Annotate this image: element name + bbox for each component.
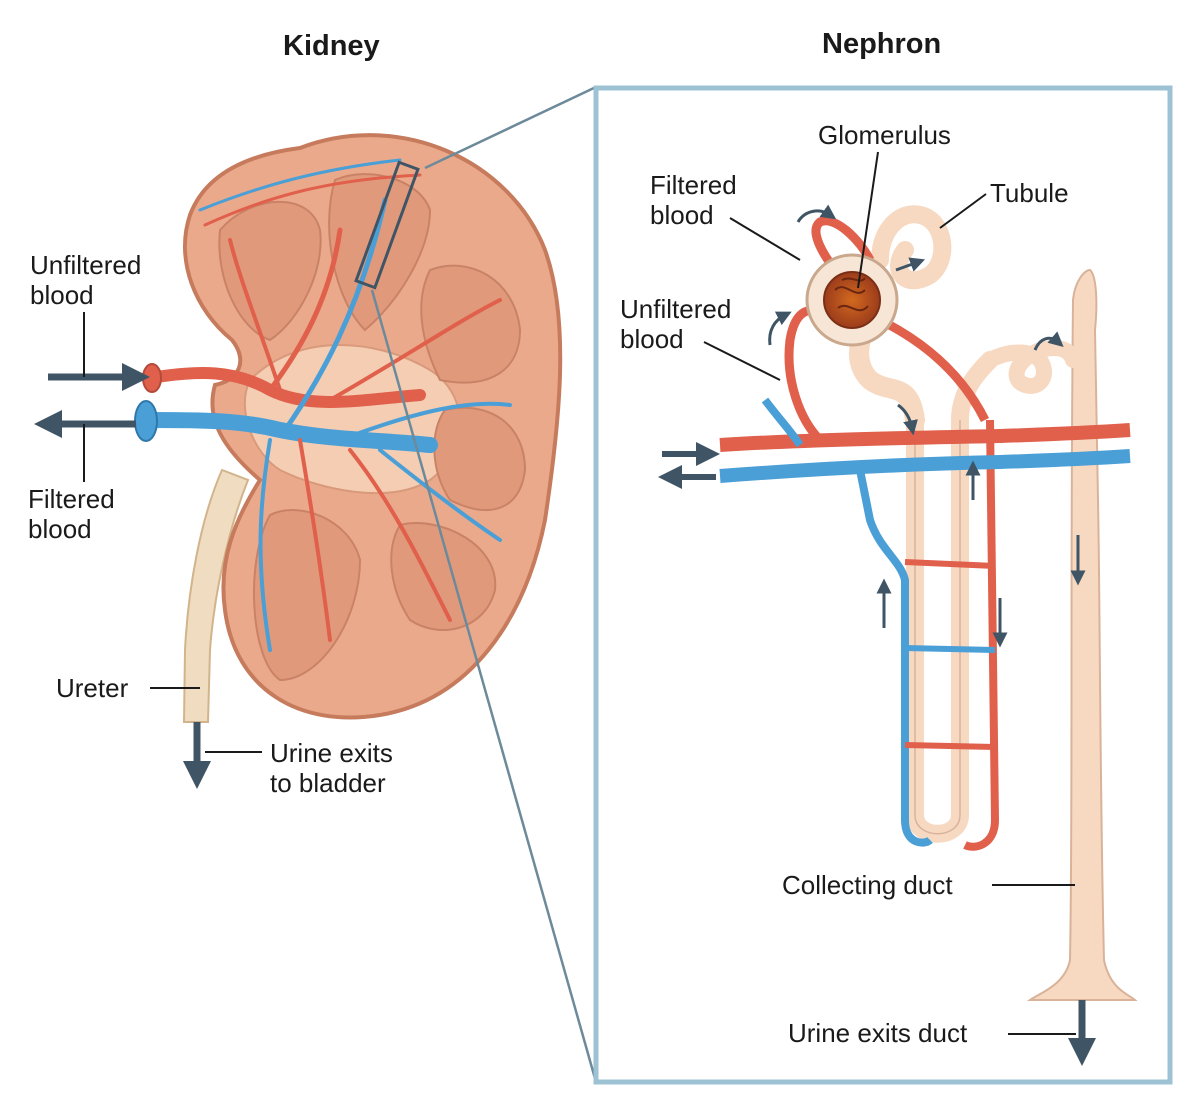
label-unfiltered-blood-nephron: Unfiltered blood xyxy=(620,294,732,354)
nephron-artery xyxy=(719,423,1131,452)
renal-pyramids xyxy=(218,173,527,682)
label-filtered-blood-kidney: Filtered blood xyxy=(28,484,115,544)
nephron-leader-lines xyxy=(703,151,1076,1035)
vasa-recta-rungs xyxy=(904,559,996,750)
label-urine-exits-bladder: Urine exits to bladder xyxy=(270,738,393,798)
renal-vein-opening xyxy=(134,400,158,442)
zoom-connector-bottom xyxy=(370,289,598,1083)
nephron-location-box xyxy=(354,160,420,290)
vasa-recta-artery xyxy=(963,419,1000,851)
label-filtered-blood-nephron: Filtered blood xyxy=(650,170,737,230)
zoom-connector-top xyxy=(424,85,597,170)
label-tubule: Tubule xyxy=(990,178,1069,208)
ureter xyxy=(182,468,250,723)
label-urine-exits-duct: Urine exits duct xyxy=(788,1018,968,1048)
vasa-recta-vein xyxy=(856,469,933,847)
efferent-arteriole xyxy=(811,216,875,273)
glomerulus xyxy=(823,271,881,329)
kidney-group xyxy=(134,133,563,723)
kidney-title: Kidney xyxy=(283,30,380,62)
label-unfiltered-blood-kidney: Unfiltered blood xyxy=(30,250,142,310)
flow-arrows xyxy=(768,204,1086,648)
renal-artery-opening xyxy=(142,363,162,393)
collecting-duct xyxy=(1026,268,1138,1001)
label-ureter: Ureter xyxy=(56,673,129,703)
nephron-group xyxy=(658,151,1138,1066)
nephron-title: Nephron xyxy=(822,28,942,60)
label-glomerulus: Glomerulus xyxy=(818,120,951,150)
kidney-vessels xyxy=(142,158,512,652)
label-collecting-duct: Collecting duct xyxy=(782,870,953,900)
